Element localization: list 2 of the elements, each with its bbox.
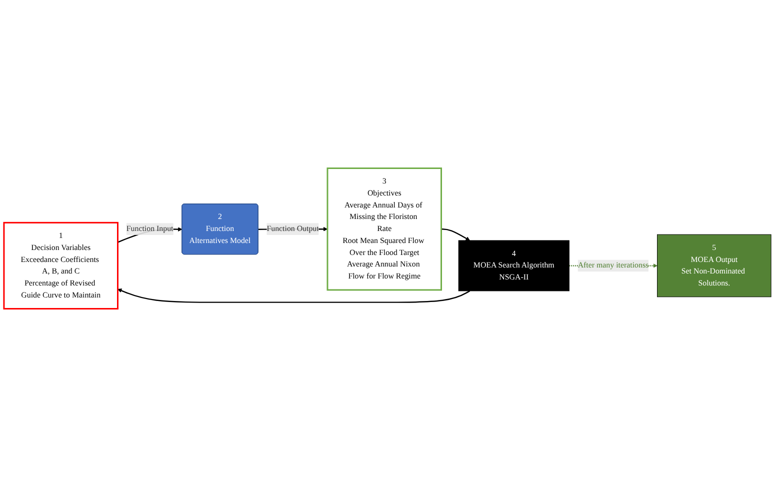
arrow <box>118 288 470 303</box>
arrow <box>441 228 470 241</box>
